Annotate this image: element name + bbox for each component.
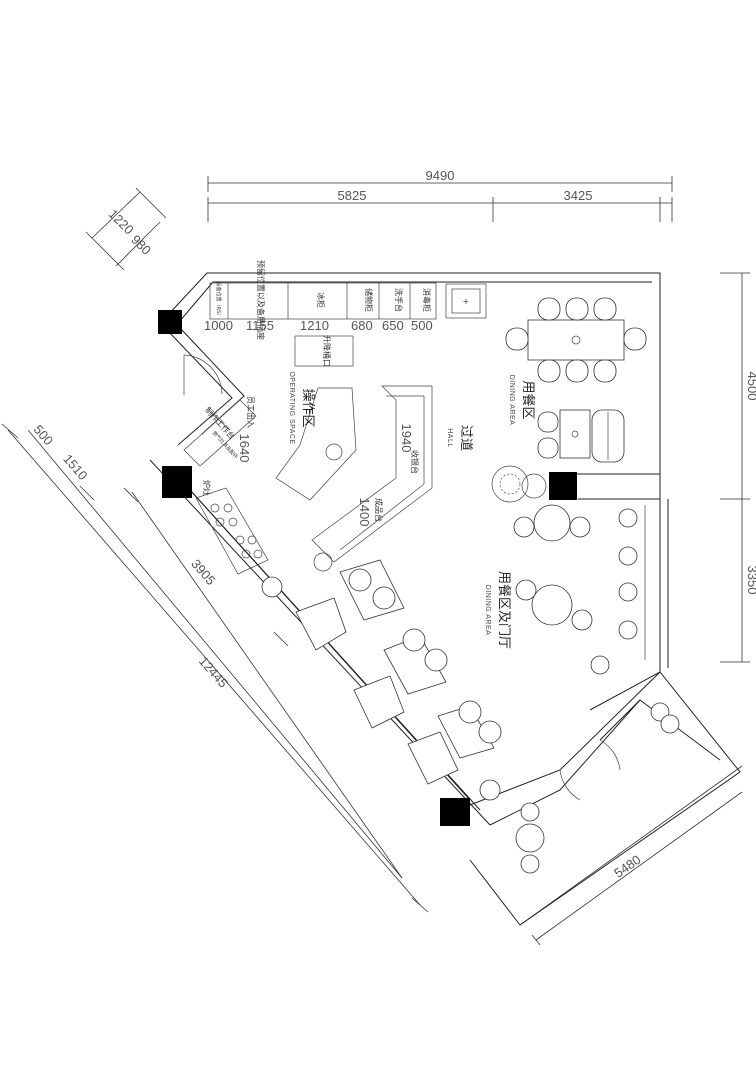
dim-top-left: 5825 xyxy=(338,188,367,203)
cabinet-width: 650 xyxy=(382,318,404,333)
cabinet-label-5: 洗手台 xyxy=(394,288,404,312)
dim-diag-total: 12445 xyxy=(196,653,231,690)
walls xyxy=(149,272,741,926)
zone-corridor: 过道 xyxy=(458,425,473,451)
dim-diag-3905: 3905 xyxy=(188,556,218,588)
back-cabinets: + 设备位置（RS） 预留位置以及备用插座 冰柜 储物柜 洗手台 消毒柜 100… xyxy=(204,260,487,340)
column xyxy=(440,798,470,826)
zone-dining-top-en: DINING AREA xyxy=(508,375,515,426)
dim-right-lower: 3350 xyxy=(745,566,756,595)
stool xyxy=(261,576,283,598)
cashier-label: 收银台 xyxy=(410,450,420,474)
sink-opening xyxy=(294,335,354,367)
counter-dim-1400: 1400 xyxy=(357,498,372,527)
counter-dim-1940: 1940 xyxy=(399,424,414,453)
cabinet-width-labels: 1000 1155 1210 680 650 500 xyxy=(204,318,433,333)
sink-opening-label: 升降桶口 xyxy=(322,335,332,367)
dining-long-table xyxy=(505,297,647,383)
cabinet-label-2: 预留位置以及备用插座 xyxy=(256,260,266,340)
zone-operating: 操作区 xyxy=(300,388,316,427)
dining-booth xyxy=(537,409,625,463)
right-dimensions: 4500 3350 xyxy=(720,272,756,663)
top-dimensions: 9490 5825 3425 xyxy=(207,168,673,222)
cabinet-width: 500 xyxy=(411,318,433,333)
zone-corridor-en: HALL xyxy=(446,428,453,448)
zone-dining-entry-en: DINING AREA xyxy=(484,585,491,636)
cabinet-width: 1155 xyxy=(246,318,274,333)
dim-diag-500: 500 xyxy=(31,422,57,448)
column xyxy=(158,310,182,334)
round-tables xyxy=(513,504,646,675)
cabinet-width: 1000 xyxy=(204,318,233,333)
entrance-furniture xyxy=(515,702,680,874)
stool xyxy=(479,779,501,801)
diagonal-booths xyxy=(295,559,502,785)
dim-diag-1510: 1510 xyxy=(60,451,90,483)
dim-corner-b: 980 xyxy=(128,232,154,258)
operating-area xyxy=(183,354,433,575)
cabinet-width: 680 xyxy=(351,318,373,333)
diagonal-dimensions: 12445 500 1510 3905 xyxy=(1,422,429,913)
dim-right-upper: 4500 xyxy=(745,372,756,401)
staff-exit-label: 员工出入 xyxy=(246,396,256,428)
dim-top-total: 9490 xyxy=(426,168,455,183)
cabinet-width: 1210 xyxy=(300,318,329,333)
zone-operating-en: OPERATING SPACE xyxy=(288,371,295,444)
zone-dining-entry: 用餐区及门厅 xyxy=(496,571,512,649)
column xyxy=(549,472,577,500)
cabinet-label-3: 冰柜 xyxy=(316,292,326,308)
cabinet-label-6: 消毒柜 xyxy=(422,288,432,312)
cabinet-label-4: 储物柜 xyxy=(364,288,374,312)
zone-dining-top: 用餐区 xyxy=(520,380,536,419)
pickup-label: 成品台 xyxy=(374,498,384,522)
cabinet-label-1: 设备位置（RS） xyxy=(215,282,222,319)
column xyxy=(162,466,192,498)
svg-text:+: + xyxy=(463,297,470,306)
plant xyxy=(491,465,547,503)
dim-corner-a: 1220 xyxy=(106,206,137,237)
counter-dim-1640: 1640 xyxy=(237,434,252,463)
corner-dimensions: 1220 980 xyxy=(85,187,167,271)
dim-top-right: 3425 xyxy=(564,188,593,203)
stove-label: 炉灶 xyxy=(202,480,212,496)
